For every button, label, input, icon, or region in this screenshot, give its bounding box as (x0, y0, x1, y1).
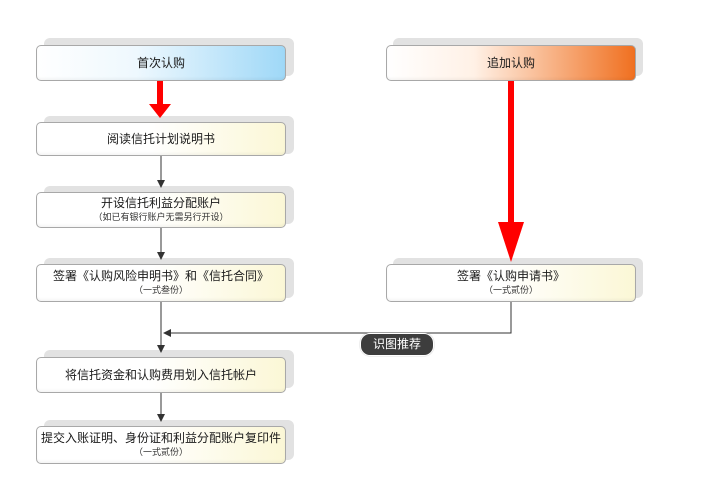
step-label: 阅读信托计划说明书 (106, 131, 215, 146)
step-read-prospectus: 阅读信托计划说明书 (36, 122, 286, 156)
step-first-purchase: 首次认购 (36, 45, 286, 81)
step-sign-contract: 签署《认购风险申明书》和《信托合同》 （一式叁份） (36, 264, 286, 302)
step-additional-purchase: 追加认购 (386, 45, 636, 81)
step-note: （一式贰份） (483, 286, 538, 296)
thin-connectors (160, 156, 512, 420)
step-label: 追加认购 (486, 55, 535, 70)
step-label: 将信托资金和认购费用划入信托帐户 (64, 367, 257, 382)
step-open-account: 开设信托利益分配账户 （如已有银行账户无需另行开设） (36, 192, 286, 228)
step-submit-documents: 提交入账证明、身份证和利益分配账户复印件 （一式贰份） (36, 426, 286, 464)
step-label: 签署《认购申请书》 (456, 269, 565, 283)
arrowheads (157, 180, 171, 422)
step-note: （如已有银行账户无需另行开设） (93, 213, 229, 223)
step-label: 开设信托利益分配账户 (100, 196, 221, 210)
step-label: 签署《认购风险申明书》和《信托合同》 (52, 269, 269, 283)
step-label: 首次认购 (136, 55, 185, 70)
step-note: （一式叁份） (133, 286, 188, 296)
step-note: （一式贰份） (133, 448, 188, 458)
step-transfer-funds: 将信托资金和认购费用划入信托帐户 (36, 357, 286, 393)
recommend-badge[interactable]: 识图推荐 (360, 333, 434, 356)
red-arrow-right (498, 81, 524, 262)
step-sign-application: 签署《认购申请书》 （一式贰份） (386, 264, 636, 302)
red-arrow-left (149, 81, 171, 118)
step-label: 提交入账证明、身份证和利益分配账户复印件 (40, 431, 281, 445)
